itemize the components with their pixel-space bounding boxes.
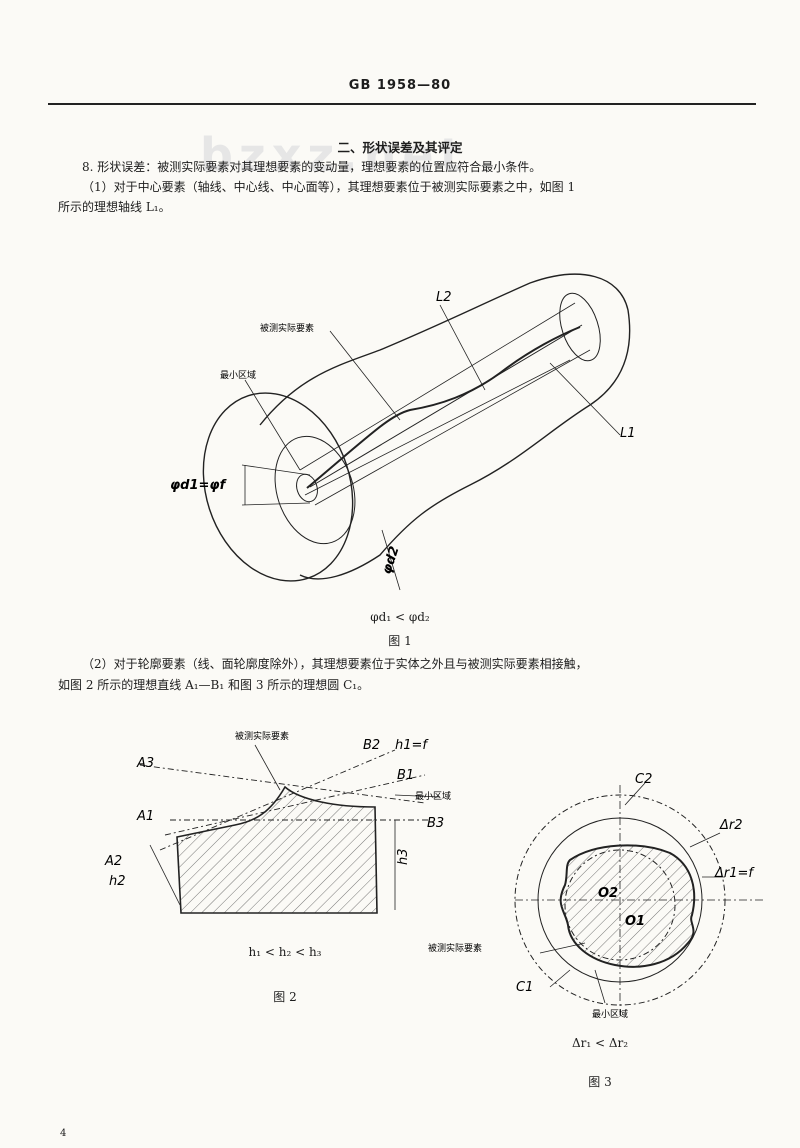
figure-2-relation: h₁ < h₂ < h₃: [248, 945, 322, 959]
label-measured-element: 被测实际要素: [235, 730, 289, 742]
measured-profile: [559, 844, 696, 968]
figure-1-diagram: L2 L1 被测实际要素 最小区域 φd1=φf φd2: [170, 273, 636, 591]
dim-d2-line: [381, 529, 401, 591]
label-C1: C1: [516, 980, 533, 995]
figure-3-caption: 图 3: [588, 1075, 612, 1089]
figure-2-caption: 图 2: [273, 990, 297, 1004]
label-h1: h1=f: [395, 738, 429, 753]
leader-C2: [624, 782, 646, 806]
inner-zone-ellipse: [274, 435, 356, 545]
leader-L1: [549, 362, 621, 436]
line-A3: [139, 764, 426, 804]
leader-measured: [254, 744, 281, 791]
label-B1: B1: [397, 768, 414, 783]
label-O1: O1: [625, 914, 645, 929]
label-phi-d1: φd1=φf: [170, 478, 228, 493]
part-body-hatched: [176, 785, 378, 914]
ideal-axis-L1: [309, 324, 583, 488]
label-h2: h2: [109, 874, 126, 889]
dim-d1-ext-top: [241, 464, 311, 476]
leader-measured: [329, 330, 401, 421]
label-min-zone: 最小区域: [415, 790, 451, 802]
label-B3: B3: [427, 816, 444, 831]
dim-h2: [149, 844, 181, 906]
cylinder-outline: [259, 273, 631, 580]
header-rule: [48, 103, 756, 105]
line-A2-B2: [159, 749, 396, 851]
label-L1: L1: [620, 426, 636, 441]
far-end-ellipse: [559, 292, 601, 362]
label-phi-d2: φd2: [380, 544, 403, 576]
label-A2: A2: [104, 854, 122, 869]
section-title: 二、形状误差及其评定: [337, 140, 463, 155]
label-dr1: Δr1=f: [714, 866, 755, 881]
measured-axis-curve: [306, 326, 581, 489]
label-dr2: Δr2: [719, 818, 743, 833]
zone-line-mid: [304, 359, 571, 496]
label-measured-element: 被测实际要素: [260, 322, 314, 334]
label-h3: h3: [396, 848, 411, 865]
label-measured-element: 被测实际要素: [428, 942, 482, 954]
leader-L2: [439, 304, 486, 391]
label-C2: C2: [635, 772, 652, 787]
leader-dr2: [689, 832, 721, 848]
figure-1-caption: 图 1: [388, 634, 412, 648]
label-B2: B2: [363, 738, 380, 753]
figure-2-diagram: 被测实际要素 A3 B2 h1=f B1 最小区域 A1 B3 A2 h2 h3: [104, 730, 451, 914]
label-min-zone: 最小区域: [220, 369, 256, 381]
label-A1: A1: [136, 809, 154, 824]
leader-C1: [549, 969, 571, 988]
paragraph-1-line2: 所示的理想轴线 L₁。: [58, 200, 171, 214]
paragraph-2-line1: （2）对于轮廓要素（线、面轮廓度除外），其理想要素位于实体之外且与被测实际要素相…: [82, 657, 588, 671]
zone-line-upper: [299, 302, 576, 471]
line-A1-B1: [164, 774, 426, 836]
label-L2: L2: [436, 290, 452, 305]
label-A3: A3: [136, 756, 154, 771]
standard-header: GB 1958—80: [348, 78, 452, 93]
leader-min-zone: [244, 379, 301, 471]
label-min-zone: 最小区域: [592, 1008, 628, 1020]
figure-1-relation: φd₁ < φd₂: [370, 610, 430, 624]
paragraph-1-line1: （1）对于中心要素（轴线、中心线、中心面等），其理想要素位于被测实际要素之中，如…: [82, 180, 576, 194]
leader-measured: [539, 942, 586, 954]
paragraph-2-line2: 如图 2 所示的理想直线 A₁—B₁ 和图 3 所示的理想圆 C₁。: [58, 678, 370, 692]
watermark: bzxz.net: [200, 128, 468, 182]
leader-min-zone: [394, 794, 441, 798]
leader-min-zone: [594, 969, 606, 1004]
dim-d1-ext-bot: [241, 502, 311, 506]
small-ellipse: [296, 473, 318, 503]
page-number: 4: [60, 1128, 67, 1139]
figure-3-diagram: C2 Δr2 Δr1=f O2 O1 被测实际要素 C1 最小区域: [428, 772, 765, 1020]
paragraph-8: 8. 形状误差：被测实际要素对其理想要素的变动量，理想要素的位置应符合最小条件。: [82, 160, 542, 174]
figure-3-relation: Δr₁ < Δr₂: [571, 1036, 629, 1050]
zone-line-lower: [314, 349, 591, 506]
label-O2: O2: [598, 886, 618, 901]
